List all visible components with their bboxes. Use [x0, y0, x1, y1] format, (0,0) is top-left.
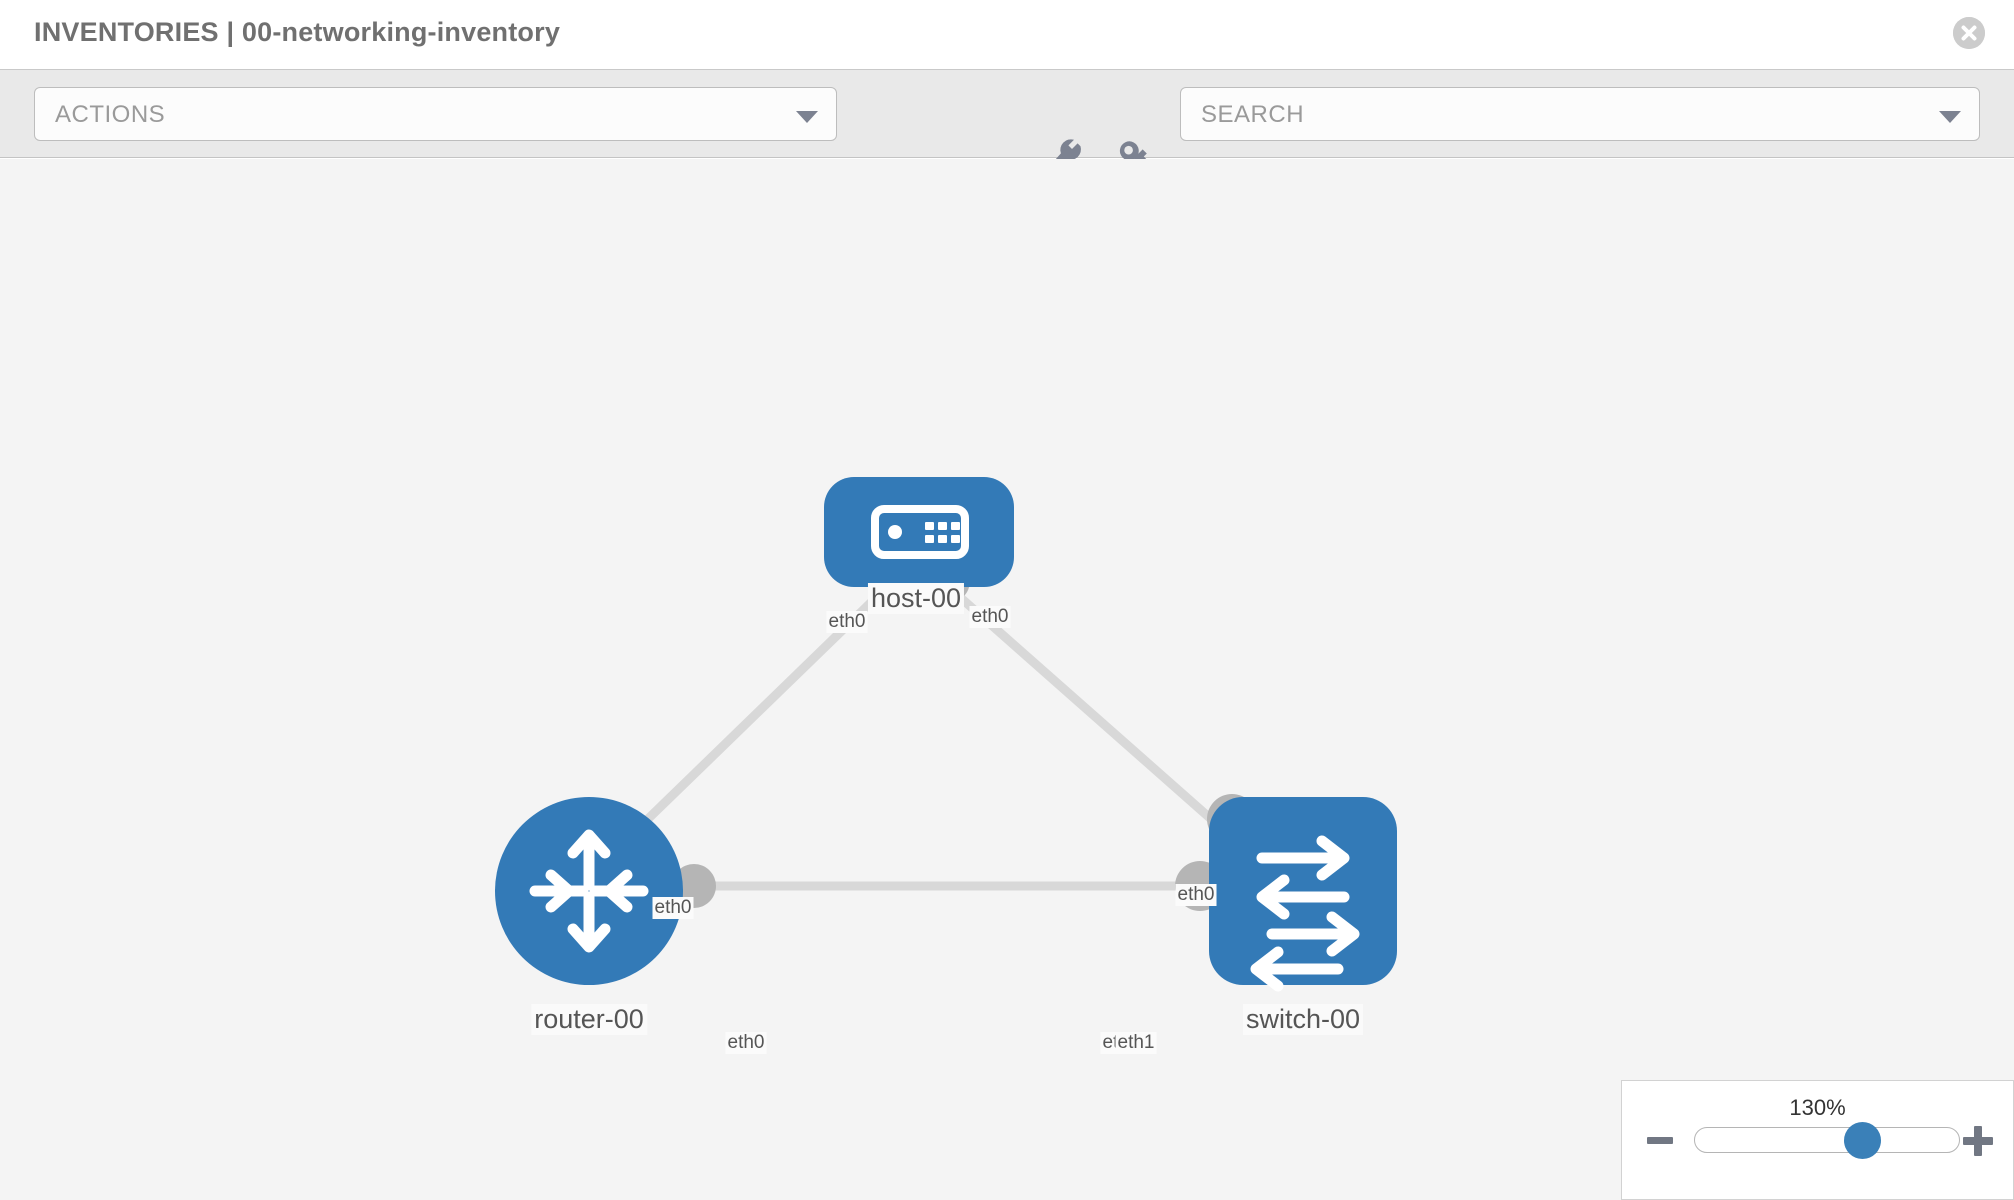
zoom-slider-thumb[interactable] — [1844, 1122, 1881, 1159]
iface-label: eth0 — [725, 1032, 767, 1054]
node-label-host-00: host-00 — [867, 583, 965, 614]
topology-canvas[interactable]: host-00 router-00 switch-00 eth0 eth0 et… — [0, 159, 2014, 1200]
minus-icon[interactable] — [1647, 1137, 1673, 1144]
iface-label: eth0 — [652, 897, 694, 919]
server-icon — [871, 505, 969, 559]
toolbar: ACTIONS SEARCH — [0, 69, 2014, 169]
close-icon[interactable] — [1953, 17, 1985, 49]
zoom-control-panel: 130% — [1621, 1080, 2014, 1200]
node-switch-00 — [1209, 797, 1397, 992]
iface-label: eth0 — [826, 611, 868, 633]
chevron-down-icon — [796, 111, 818, 123]
iface-label: eth0 — [1175, 884, 1217, 906]
page-header: INVENTORIES | 00-networking-inventory — [0, 0, 2014, 69]
zoom-percent-label: 130% — [1789, 1095, 1846, 1120]
topology-graph — [495, 477, 1397, 992]
search-input[interactable]: SEARCH — [1180, 87, 1980, 141]
zoom-slider[interactable] — [1694, 1122, 1960, 1159]
topology-links — [613, 580, 1248, 891]
iface-label: eth0 — [969, 606, 1011, 628]
actions-dropdown[interactable]: ACTIONS — [34, 87, 837, 141]
node-host-00 — [824, 477, 1014, 587]
node-router-00-shape — [495, 797, 683, 985]
topology-connectors — [672, 559, 1257, 911]
node-label-switch-00: switch-00 — [1242, 1004, 1364, 1035]
switch-arrows-icon — [1250, 835, 1360, 992]
link-host00-switch00 — [942, 580, 1248, 853]
actions-dropdown-label: ACTIONS — [55, 101, 166, 128]
plus-icon[interactable] — [1963, 1126, 1993, 1156]
page-title: INVENTORIES | 00-networking-inventory — [34, 17, 561, 47]
key-icon[interactable] — [1113, 135, 1155, 182]
search-placeholder: SEARCH — [1201, 101, 1305, 128]
chevron-down-icon — [1939, 111, 1961, 123]
node-host-00-shape — [824, 477, 1014, 587]
router-arrows-icon — [529, 829, 649, 953]
node-switch-00-shape — [1209, 797, 1397, 985]
iface-label: eth1 — [1115, 1032, 1157, 1054]
node-router-00 — [495, 797, 683, 985]
node-label-router-00: router-00 — [531, 1004, 647, 1035]
